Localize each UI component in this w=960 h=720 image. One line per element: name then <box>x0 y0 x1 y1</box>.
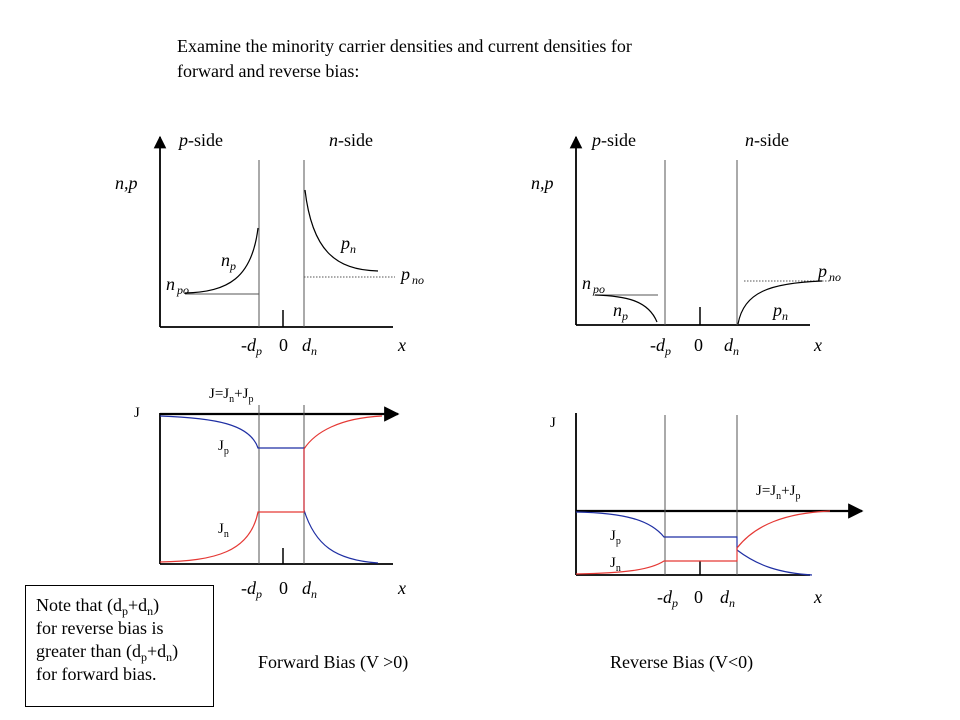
np-curve <box>184 227 259 294</box>
j-axis-label: J <box>550 415 556 431</box>
forward-current-plot: J J=Jn+Jp Jp Jn -dp 0 dn x <box>134 386 406 601</box>
note-line-4: for forward bias. <box>36 664 157 684</box>
pn-curve <box>304 189 379 272</box>
reverse-bias-caption: Reverse Bias (V<0) <box>610 652 753 673</box>
minus-dp-label: -dp <box>241 335 262 358</box>
forward-bias-caption: Forward Bias (V >0) <box>258 652 408 673</box>
pn-label: pn <box>771 300 788 323</box>
x-axis-label: x <box>813 335 822 355</box>
zero-label: 0 <box>694 587 703 607</box>
minus-dp-label: -dp <box>657 587 678 610</box>
minus-dp-label: -dp <box>650 335 671 358</box>
minus-dp-label: -dp <box>241 578 262 601</box>
jp-label: Jp <box>610 528 621 547</box>
jn-curve <box>159 415 383 563</box>
j-axis-label: J <box>134 405 140 421</box>
dn-label: dn <box>724 335 739 358</box>
note-box: Note that (dp+dn) for reverse bias is gr… <box>25 585 214 707</box>
jn-label: Jn <box>610 555 621 574</box>
n-side-label: n-side <box>745 130 789 150</box>
pn-curve <box>737 280 823 325</box>
total-current-label: J=Jn+Jp <box>209 386 253 405</box>
slide-title: Examine the minority carrier densities a… <box>177 36 632 81</box>
x-axis-label: x <box>397 578 406 598</box>
zero-label: 0 <box>279 335 288 355</box>
np-axis-label: n,p <box>115 173 138 193</box>
jp-curve <box>159 415 379 564</box>
np-curve <box>594 294 658 323</box>
zero-label: 0 <box>694 335 703 355</box>
p-side-label: p-side <box>590 130 636 150</box>
jn-label: Jn <box>218 521 229 540</box>
x-axis-label: x <box>813 587 822 607</box>
dn-label: dn <box>302 578 317 601</box>
p-side-label: p-side <box>177 130 223 150</box>
jp-curve <box>575 511 813 576</box>
np-label: np <box>221 250 236 273</box>
pn-label: pn <box>339 233 356 256</box>
n-side-label: n-side <box>329 130 373 150</box>
total-current-label: J=Jn+Jp <box>756 483 800 502</box>
dn-label: dn <box>302 335 317 358</box>
np-axis-label: n,p <box>531 173 554 193</box>
zero-label: 0 <box>279 578 288 598</box>
reverse-current-plot: J J=Jn+Jp Jp Jn -dp 0 dn x <box>550 413 864 610</box>
jp-label: Jp <box>218 438 229 457</box>
dn-label: dn <box>720 587 735 610</box>
note-line-2: for reverse bias is <box>36 618 164 638</box>
np-label: np <box>613 300 628 323</box>
x-axis-label: x <box>397 335 406 355</box>
note-line-3: greater than (dp+dn) <box>36 641 179 664</box>
jn-curve <box>575 510 831 575</box>
note-line-1: Note that (dp+dn) <box>36 595 160 618</box>
